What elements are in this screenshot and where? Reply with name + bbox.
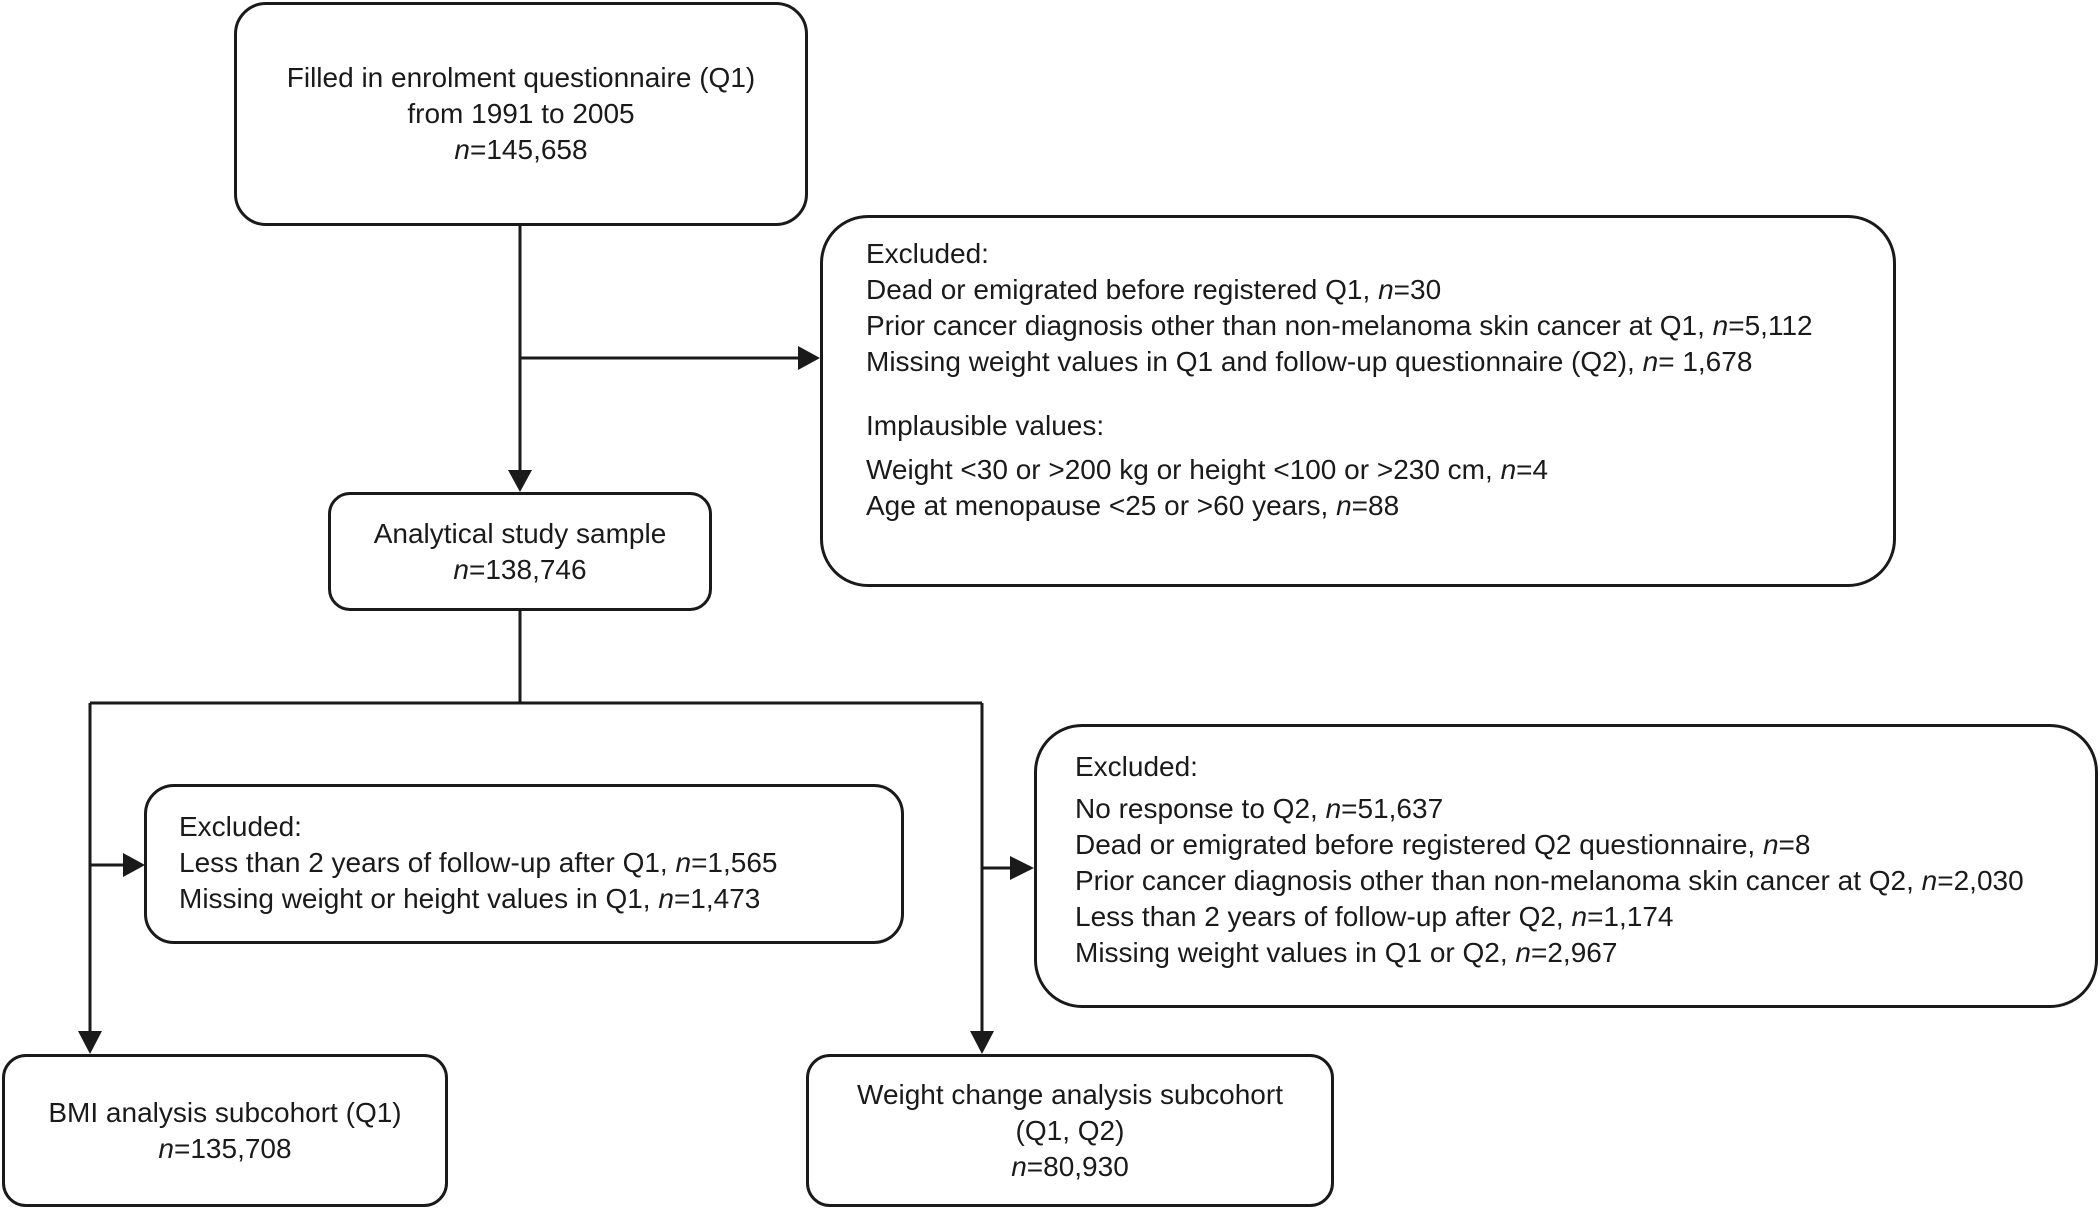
item-text: Dead or emigrated before registered Q1, [866, 274, 1379, 305]
n-value: =30 [1393, 274, 1442, 305]
exclusion3-title: Excluded: [1075, 751, 1198, 782]
n-label: n [1762, 829, 1779, 860]
n-value: =1,473 [673, 883, 761, 914]
exclusion3-item: Missing weight values in Q1 or Q2, n=2,9… [1075, 935, 2095, 971]
n-value: = 1,678 [1658, 346, 1753, 377]
bmi-line1: BMI analysis subcohort (Q1) [48, 1096, 402, 1128]
weight-count: n=80,930 [1011, 1149, 1129, 1185]
item-text: Missing weight or height values in Q1, [179, 883, 659, 914]
n-value: =5,112 [1728, 310, 1813, 341]
bmi-count: n=135,708 [158, 1131, 291, 1167]
n-label: n [675, 847, 692, 878]
analytical-sample-box: Analytical study sample n=138,746 [328, 492, 712, 611]
n-value: =2,030 [1937, 865, 2024, 896]
item-text: Weight <30 or >200 kg or height <100 or … [866, 454, 1501, 485]
weight-line1: Weight change analysis subcohort [857, 1078, 1283, 1110]
n-value: =138,746 [469, 553, 587, 585]
n-value: =135,708 [174, 1132, 292, 1164]
arrowhead-exclusion1 [798, 346, 820, 370]
enrolment-line2: from 1991 to 2005 [407, 98, 635, 129]
arrowhead-bmi [78, 1031, 102, 1054]
analytical-count: n=138,746 [453, 552, 586, 588]
exclusion2-item: Missing weight or height values in Q1, n… [179, 881, 901, 917]
implausible-item: Age at menopause <25 or >60 years, n=88 [866, 488, 1893, 524]
arrowhead-weight [970, 1031, 994, 1054]
n-label: n [1011, 1150, 1027, 1182]
n-label: n [1378, 274, 1394, 305]
n-label: n [158, 1132, 174, 1164]
n-label: n [1500, 454, 1517, 485]
implausible-item: Weight <30 or >200 kg or height <100 or … [866, 452, 1893, 488]
exclusion2-item: Less than 2 years of follow-up after Q1,… [179, 845, 901, 881]
enrolment-line1: Filled in enrolment questionnaire (Q1) [286, 62, 756, 93]
n-label: n [1642, 346, 1659, 377]
n-value: =88 [1351, 490, 1400, 521]
n-value: =4 [1516, 454, 1549, 485]
spacer [866, 380, 1893, 408]
item-text: Missing weight values in Q1 and follow-u… [866, 346, 1643, 377]
exclusion1-item: Prior cancer diagnosis other than non-me… [866, 308, 1893, 344]
exclusion3-item: No response to Q2, n=51,637 [1075, 791, 2095, 827]
n-value: =51,637 [1341, 793, 1444, 824]
item-text: Age at menopause <25 or >60 years, [866, 490, 1337, 521]
item-text: Less than 2 years of follow-up after Q1, [179, 847, 676, 878]
n-label: n [1921, 865, 1938, 896]
n-value: =80,930 [1026, 1150, 1129, 1182]
exclusion-box-q1: Excluded: Dead or emigrated before regis… [820, 215, 1896, 587]
exclusion-box-bmi: Excluded: Less than 2 years of follow-up… [144, 784, 904, 944]
exclusion3-item: Dead or emigrated before registered Q2 q… [1075, 827, 2095, 863]
enrolment-count: n=145,658 [454, 132, 587, 168]
exclusion1-item: Dead or emigrated before registered Q1, … [866, 272, 1893, 308]
n-value: =2,967 [1531, 937, 1618, 968]
exclusion-box-weight-change: Excluded: No response to Q2, n=51,637 De… [1034, 724, 2098, 1008]
enrolment-box: Filled in enrolment questionnaire (Q1) f… [234, 2, 808, 226]
weight-change-subcohort-box: Weight change analysis subcohort (Q1, Q2… [806, 1054, 1334, 1207]
weight-line2: (Q1, Q2) [1015, 1114, 1125, 1146]
bmi-subcohort-box: BMI analysis subcohort (Q1) n=135,708 [2, 1054, 448, 1207]
n-value: =1,174 [1587, 901, 1674, 932]
item-text: Less than 2 years of follow-up after Q2, [1075, 901, 1572, 932]
n-label: n [1571, 901, 1588, 932]
n-label: n [453, 553, 469, 585]
exclusion2-title: Excluded: [179, 811, 302, 842]
n-value: =145,658 [470, 134, 588, 165]
analytical-line1: Analytical study sample [373, 517, 667, 549]
arrowhead-exclusion2 [123, 853, 145, 877]
item-text: Prior cancer diagnosis other than non-me… [866, 310, 1713, 341]
n-label: n [1515, 937, 1531, 968]
item-text: Prior cancer diagnosis other than non-me… [1075, 865, 1922, 896]
n-label: n [1712, 310, 1729, 341]
item-text: No response to Q2, [1075, 793, 1326, 824]
arrowhead-sample [508, 470, 532, 492]
item-text: Dead or emigrated before registered Q2 q… [1075, 829, 1763, 860]
n-value: =1,565 [691, 847, 778, 878]
n-label: n [1336, 490, 1352, 521]
exclusion3-item: Prior cancer diagnosis other than non-me… [1075, 863, 2095, 899]
exclusion1-item: Missing weight values in Q1 and follow-u… [866, 344, 1893, 380]
n-label: n [454, 134, 470, 165]
n-value: =8 [1778, 829, 1811, 860]
n-label: n [658, 883, 674, 914]
exclusion3-item: Less than 2 years of follow-up after Q2,… [1075, 899, 2095, 935]
n-label: n [1325, 793, 1342, 824]
implausible-title: Implausible values: [866, 410, 1105, 441]
item-text: Missing weight values in Q1 or Q2, [1075, 937, 1516, 968]
arrowhead-exclusion3 [1010, 856, 1034, 880]
exclusion1-title: Excluded: [866, 238, 989, 269]
